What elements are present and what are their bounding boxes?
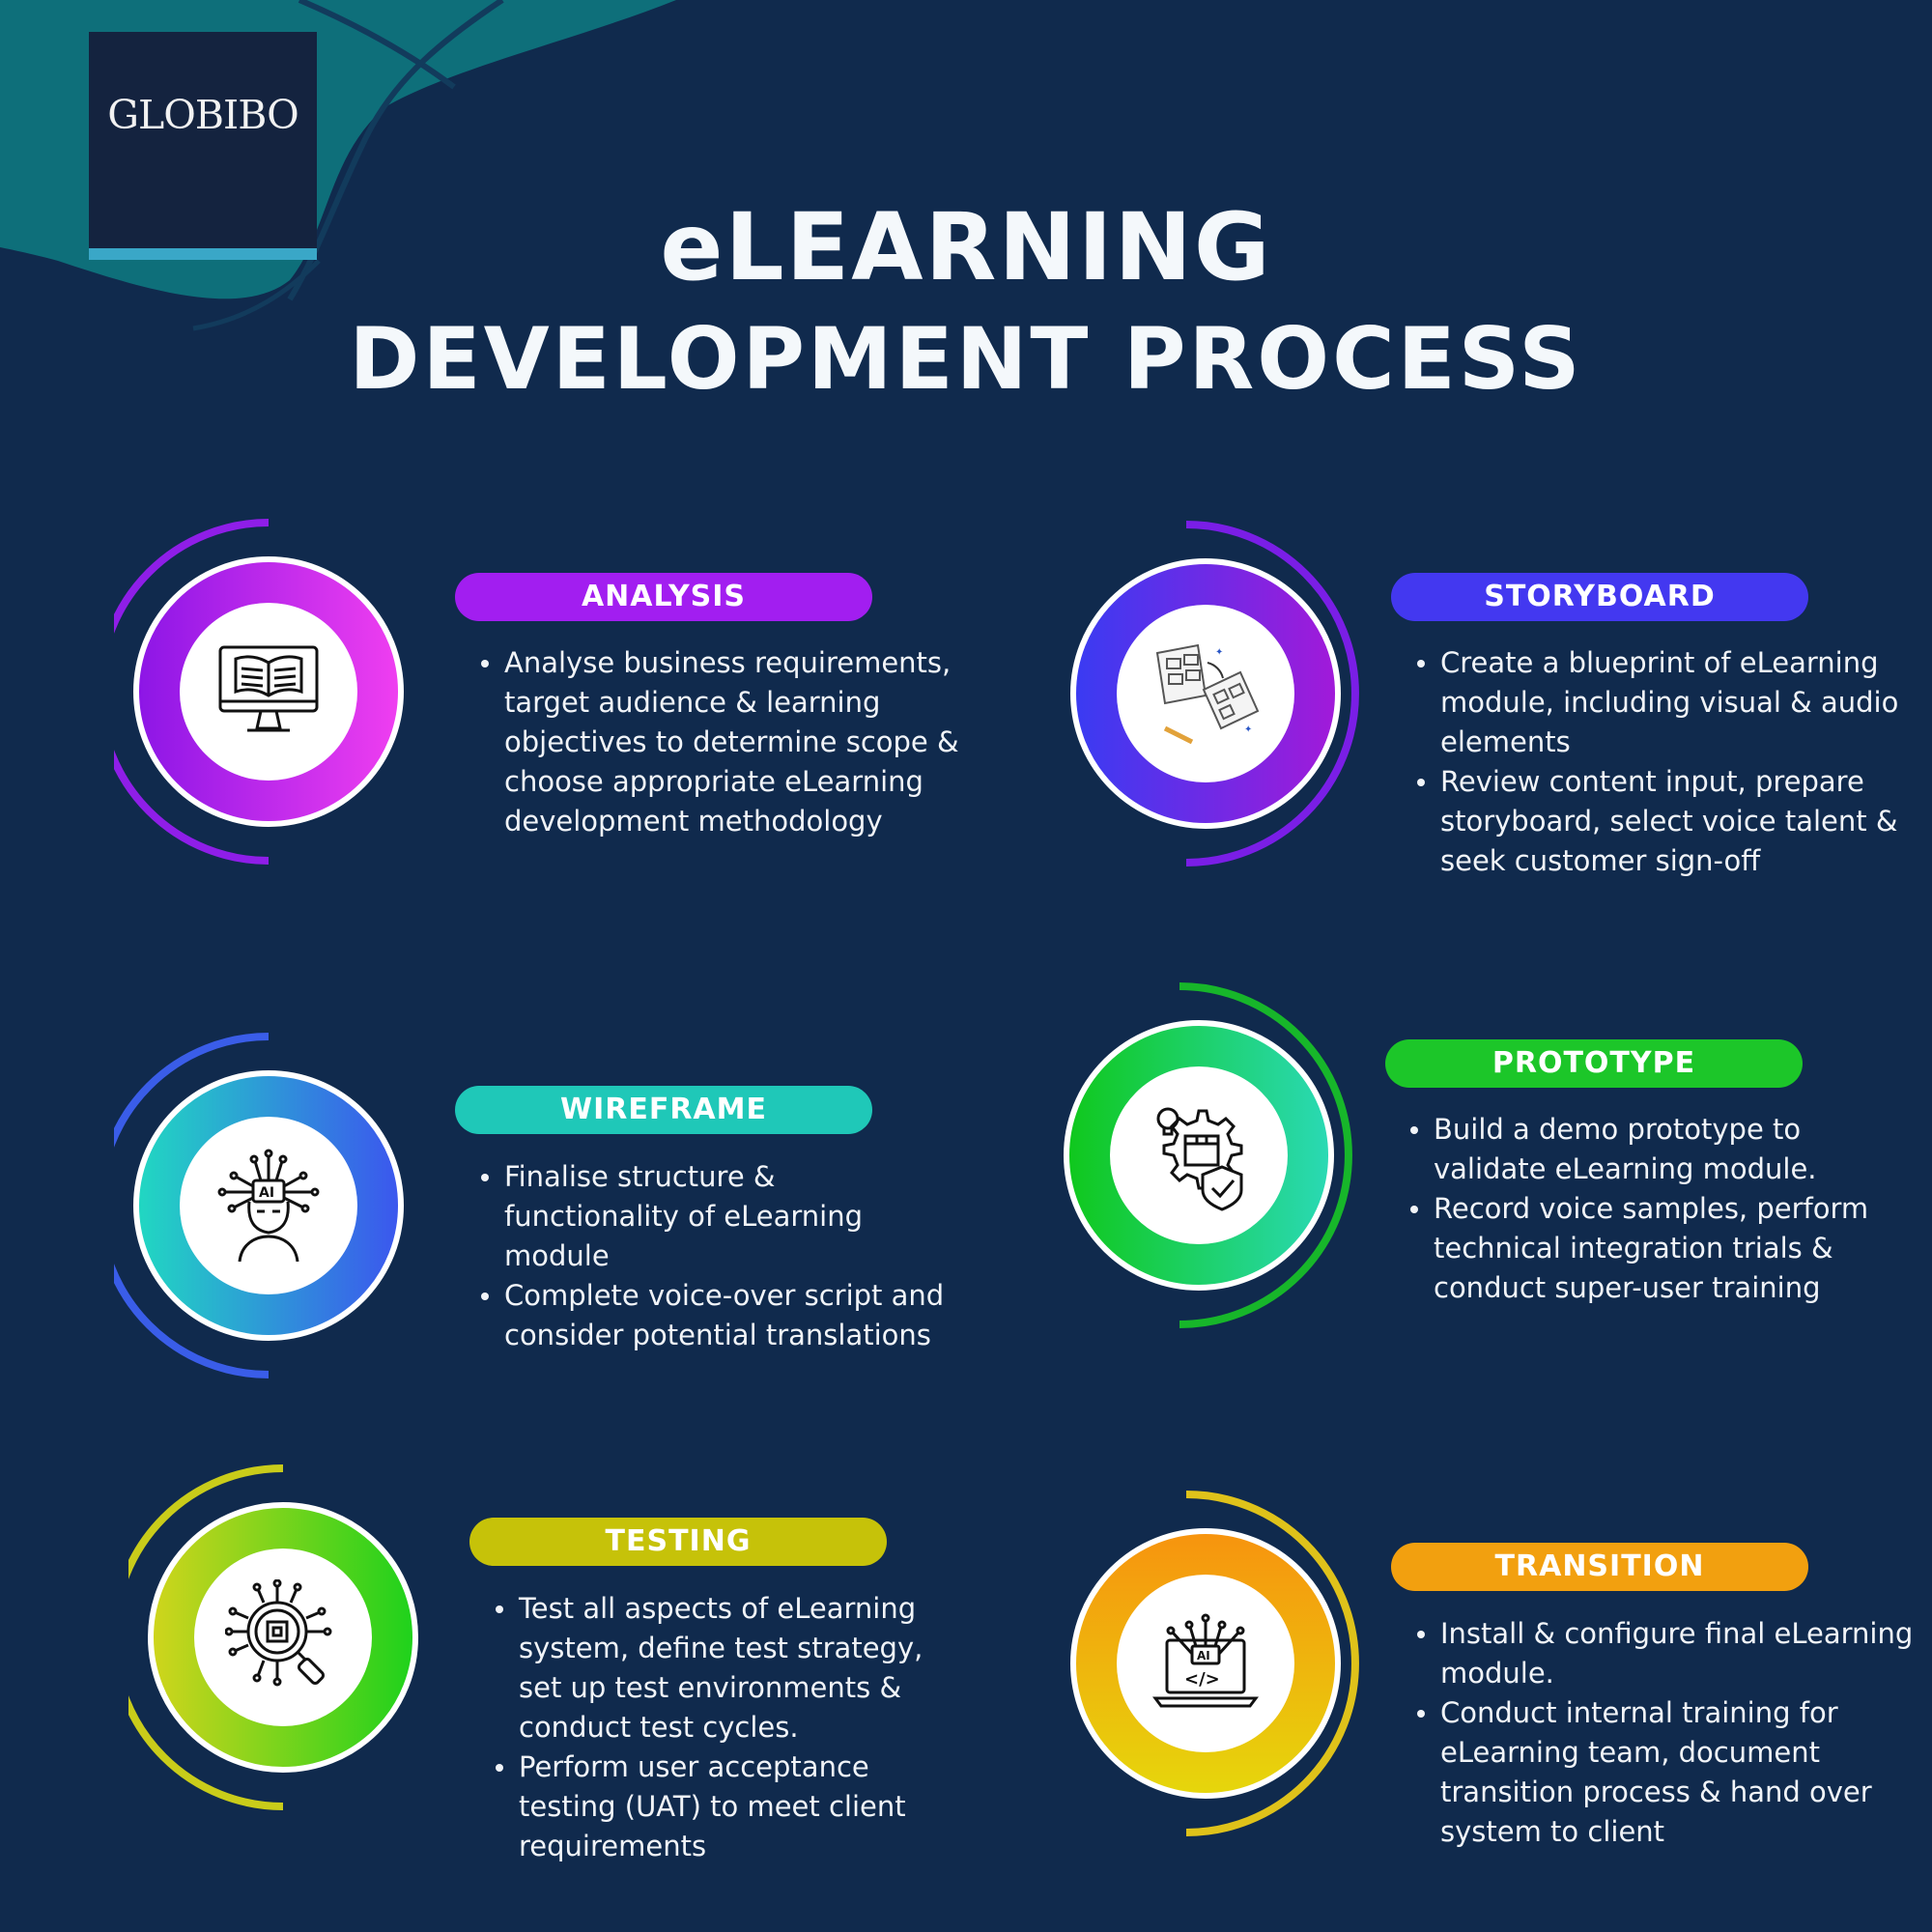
- ai-laptop-code-icon: AI </>: [1152, 1613, 1259, 1708]
- gear-box-shield-icon: [1156, 1107, 1243, 1211]
- svg-text:✦: ✦: [1215, 647, 1223, 658]
- svg-text:✦: ✦: [1244, 724, 1252, 735]
- list-item: Conduct internal training for eLearning …: [1417, 1693, 1914, 1852]
- list-item: Complete voice-over script and consider …: [481, 1276, 958, 1355]
- list-item: Analyse business requirements, target au…: [481, 643, 987, 841]
- storyboard-sketch-icon: ✦ ✦: [1155, 643, 1260, 745]
- testing-label: TESTING: [469, 1518, 887, 1566]
- list-item: Build a demo prototype to validate eLear…: [1410, 1110, 1907, 1189]
- storyboard-arc: [1185, 521, 1359, 867]
- prototype-badge: [1064, 1020, 1334, 1291]
- transition-arc: [1185, 1491, 1359, 1836]
- list-item: Test all aspects of eLearning system, de…: [496, 1589, 973, 1747]
- ai-head-icon: AI: [217, 1149, 320, 1263]
- logo-text: GLOBIBO: [107, 92, 298, 138]
- chip-magnifier-icon: [225, 1579, 332, 1687]
- list-item: Finalise structure & functionality of eL…: [481, 1157, 958, 1276]
- brand-logo: GLOBIBO: [89, 32, 317, 260]
- prototype-bullets: Build a demo prototype to validate eLear…: [1408, 1110, 1907, 1308]
- testing-bullets: Test all aspects of eLearning system, de…: [494, 1589, 973, 1866]
- wireframe-label: WIREFRAME: [455, 1086, 872, 1134]
- analysis-badge: [133, 556, 404, 827]
- transition-badge: AI </>: [1070, 1528, 1341, 1799]
- monitor-book-icon: [218, 645, 319, 732]
- svg-text:AI: AI: [259, 1185, 274, 1201]
- analysis-label: ANALYSIS: [455, 573, 872, 621]
- wireframe-bullets: Finalise structure & functionality of eL…: [479, 1157, 958, 1355]
- svg-text:</>: </>: [1184, 1669, 1220, 1690]
- prototype-arc: [1179, 982, 1352, 1328]
- storyboard-bullets: Create a blueprint of eLearning module, …: [1415, 643, 1914, 881]
- transition-label: TRANSITION: [1391, 1543, 1808, 1591]
- list-item: Install & configure final eLearning modu…: [1417, 1614, 1914, 1693]
- analysis-arc: [114, 519, 270, 865]
- page-title-line2: DEVELOPMENT PROCESS: [349, 309, 1583, 409]
- page-title-line1: eLEARNING: [660, 193, 1272, 301]
- wireframe-badge: AI: [133, 1070, 404, 1341]
- testing-badge: [148, 1502, 418, 1773]
- svg-text:AI: AI: [1197, 1649, 1210, 1662]
- list-item: Perform user acceptance testing (UAT) to…: [496, 1747, 973, 1866]
- list-item: Create a blueprint of eLearning module, …: [1417, 643, 1914, 762]
- analysis-bullets: Analyse business requirements, target au…: [479, 643, 987, 841]
- list-item: Review content input, prepare storyboard…: [1417, 762, 1914, 881]
- prototype-label: PROTOTYPE: [1385, 1039, 1803, 1088]
- storyboard-badge: ✦ ✦: [1070, 558, 1341, 829]
- wireframe-arc: [114, 1033, 270, 1378]
- storyboard-label: STORYBOARD: [1391, 573, 1808, 621]
- testing-arc: [128, 1464, 284, 1810]
- list-item: Record voice samples, perform technical …: [1410, 1189, 1907, 1308]
- transition-bullets: Install & configure final eLearning modu…: [1415, 1614, 1914, 1852]
